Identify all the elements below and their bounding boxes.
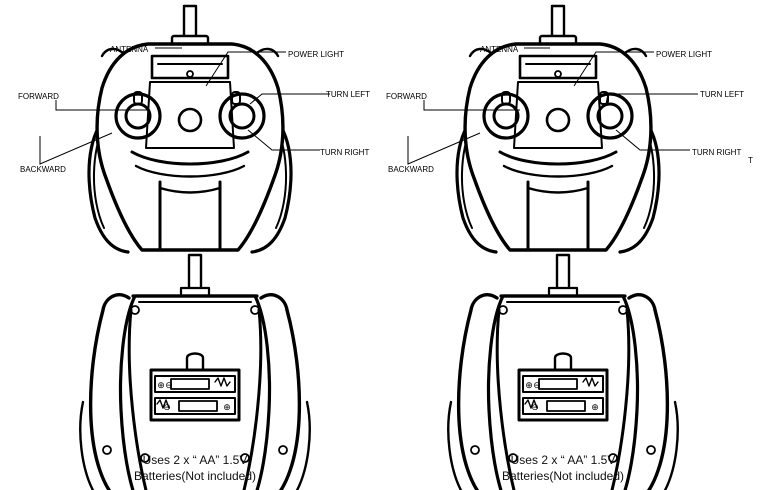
label-backward: BACKWARD	[388, 165, 434, 174]
front-view-left: ANTENNA POWER LIGHT FORWARD TURN LEFT BA…	[18, 4, 370, 254]
battery-caption-left: Uses 2 x “ AA” 1.5V Batteries(Not includ…	[95, 452, 295, 484]
front-view-right: ANTENNA POWER LIGHT FORWARD TURN LEFT BA…	[386, 4, 753, 254]
battery-caption-right: Uses 2 x “ AA” 1.5V Batteries(Not includ…	[463, 452, 663, 484]
label-forward: FORWARD	[18, 92, 59, 101]
label-forward: FORWARD	[386, 92, 427, 101]
caption-line-2: Batteries(Not included)	[501, 469, 625, 483]
label-turn-left: TURN LEFT	[700, 90, 744, 99]
label-turn-left: TURN LEFT	[326, 90, 370, 99]
caption-line-2: Batteries(Not included)	[133, 469, 257, 483]
label-turn-right: TURN RIGHT	[692, 148, 741, 157]
caption-line-1: Uses 2 x “ AA” 1.5V	[142, 453, 248, 467]
label-power-light: POWER LIGHT	[288, 50, 344, 59]
label-backward: BACKWARD	[20, 165, 66, 174]
label-antenna: ANTENNA	[480, 45, 519, 54]
label-power-light: POWER LIGHT	[656, 50, 712, 59]
caption-line-1: Uses 2 x “ AA” 1.5V	[510, 453, 616, 467]
label-antenna: ANTENNA	[110, 45, 149, 54]
label-turn-right: TURN RIGHT	[320, 148, 369, 157]
stray-mark: T	[748, 156, 753, 165]
